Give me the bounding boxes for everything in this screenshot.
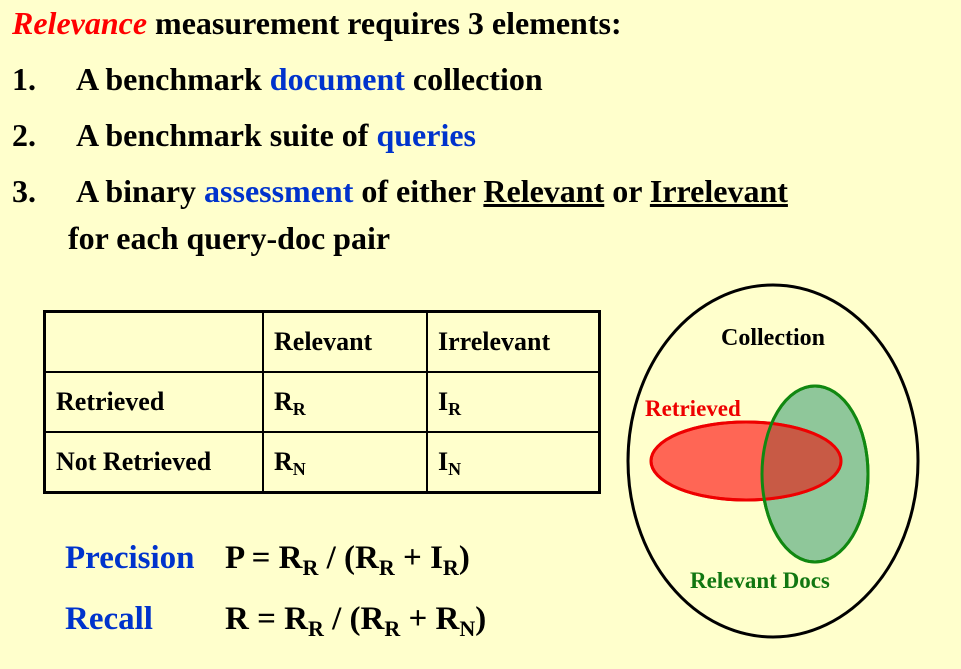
list-item-2: 2. A benchmark suite of queries bbox=[12, 116, 476, 154]
formula-text: ) bbox=[458, 540, 470, 576]
formula-subscript: R bbox=[307, 616, 324, 641]
table-cell: IN bbox=[426, 431, 601, 494]
irrelevant-term: Irrelevant bbox=[649, 173, 788, 209]
cell-symbol: I bbox=[438, 447, 449, 476]
formula-text: + I bbox=[394, 540, 443, 576]
table-row-label: Retrieved bbox=[43, 371, 264, 433]
table-row: Retrieved RR IR bbox=[43, 371, 601, 433]
cell-subscript: N bbox=[292, 459, 306, 479]
cell-symbol: R bbox=[274, 447, 293, 476]
table-header-relevant: Relevant bbox=[262, 310, 428, 373]
venn-svg: Collection Retrieved Relevant Docs bbox=[626, 283, 920, 639]
list-highlight: document bbox=[269, 61, 405, 97]
table-row-label: Not Retrieved bbox=[43, 431, 264, 494]
list-item-3: 3. A binary assessment of either Relevant… bbox=[12, 172, 788, 210]
list-number: 1. bbox=[12, 61, 36, 97]
list-text: A benchmark bbox=[76, 61, 270, 97]
list-highlight: queries bbox=[376, 117, 476, 153]
list-number: 2. bbox=[12, 117, 36, 153]
formula-subscript: R bbox=[384, 616, 401, 641]
retrieved-outline bbox=[649, 420, 843, 502]
cell-symbol: R bbox=[274, 387, 293, 416]
table-cell: RN bbox=[262, 431, 428, 494]
formula-text: + R bbox=[400, 601, 460, 637]
list-text: collection bbox=[404, 61, 543, 97]
cell-symbol: I bbox=[438, 387, 449, 416]
venn-diagram: Collection Retrieved Relevant Docs bbox=[620, 283, 940, 648]
table-row: Not Retrieved RN IN bbox=[43, 431, 601, 494]
recall-label: Recall bbox=[65, 601, 153, 637]
overlap-region bbox=[762, 422, 841, 500]
heading: Relevance measurement requires 3 element… bbox=[12, 4, 622, 42]
list-text: of either bbox=[353, 173, 484, 209]
contingency-table: Relevant Irrelevant Retrieved RR IR Not … bbox=[43, 310, 601, 494]
formula-text: ) bbox=[475, 601, 487, 637]
formula-text: P = R bbox=[225, 540, 303, 576]
table-cell: IR bbox=[426, 371, 601, 433]
table-cell: RR bbox=[262, 371, 428, 433]
list-item-3-continuation: for each query-doc pair bbox=[68, 220, 391, 256]
table-header-row: Relevant Irrelevant bbox=[43, 310, 601, 373]
list-item-1: 1. A benchmark document collection bbox=[12, 60, 543, 98]
formula-subscript: R bbox=[442, 555, 459, 580]
relevant-term: Relevant bbox=[483, 173, 605, 209]
cell-subscript: R bbox=[292, 399, 306, 419]
formula-text: / (R bbox=[318, 540, 379, 576]
relevant-docs-label: Relevant Docs bbox=[690, 568, 830, 593]
formula-text: / (R bbox=[323, 601, 385, 637]
cell-subscript: N bbox=[448, 459, 462, 479]
table-corner-cell bbox=[43, 310, 264, 373]
list-highlight: assessment bbox=[204, 173, 354, 209]
list-text: or bbox=[604, 173, 650, 209]
cell-subscript: R bbox=[448, 399, 462, 419]
formula-text: R = R bbox=[225, 601, 308, 637]
list-text: A binary bbox=[76, 173, 205, 209]
precision-label: Precision bbox=[65, 540, 195, 576]
heading-term: Relevance bbox=[12, 5, 148, 41]
relevant-outline bbox=[760, 384, 870, 564]
formula-subscript: R bbox=[302, 555, 319, 580]
retrieved-label: Retrieved bbox=[645, 396, 741, 421]
formula-subscript: R bbox=[378, 555, 395, 580]
table-header-irrelevant: Irrelevant bbox=[426, 310, 601, 373]
list-number: 3. bbox=[12, 173, 36, 209]
list-text: A benchmark suite of bbox=[76, 117, 377, 153]
collection-label: Collection bbox=[721, 325, 825, 351]
heading-rest: measurement requires 3 elements: bbox=[147, 5, 622, 41]
formula-subscript: N bbox=[459, 616, 476, 641]
